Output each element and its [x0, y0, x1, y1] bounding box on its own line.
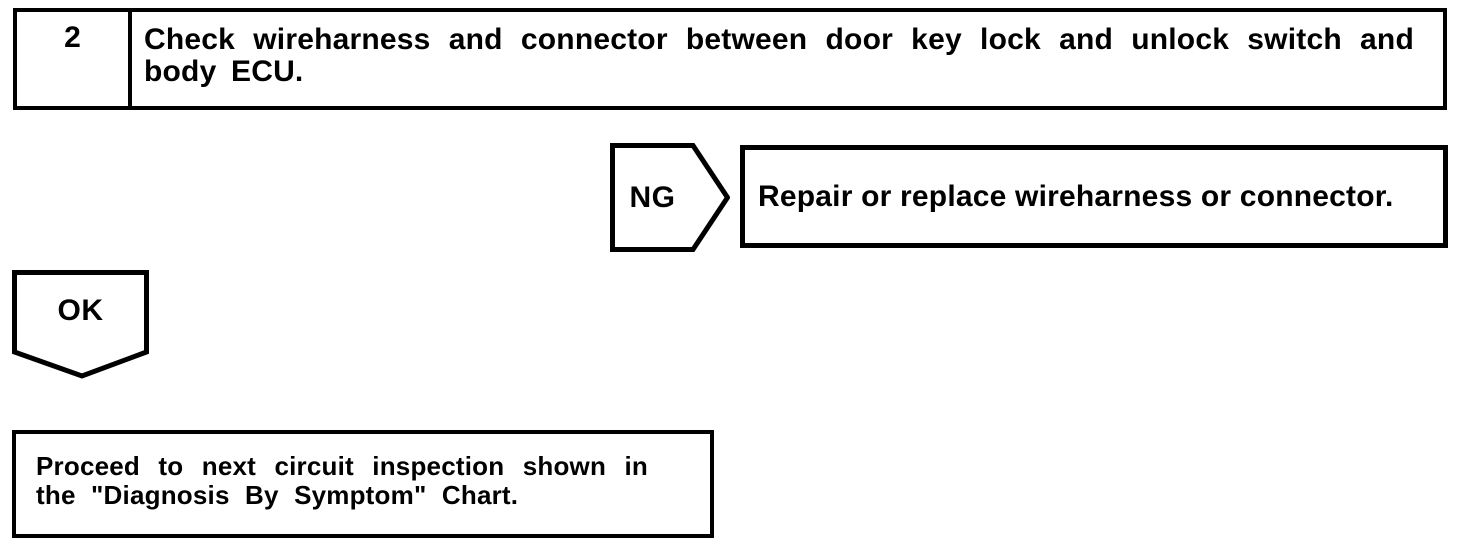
- step-box: 2 Check wireharness and connector betwee…: [13, 8, 1447, 110]
- step-number: 2: [17, 12, 132, 106]
- ok-arrow-icon: [12, 270, 149, 379]
- ok-label: OK: [57, 294, 104, 327]
- ng-action-box: Repair or replace wireharness or connect…: [740, 145, 1448, 248]
- ok-branch-connector: OK: [12, 270, 149, 379]
- ng-label: NG: [629, 180, 676, 214]
- step-instruction-text: Check wireharness and connector between …: [144, 23, 1414, 88]
- ng-arrow-icon: [610, 143, 730, 252]
- ok-action-text: Proceed to next circuit inspection shown…: [36, 451, 648, 510]
- ok-action-box: Proceed to next circuit inspection shown…: [12, 430, 714, 538]
- ng-branch-connector: NG: [610, 143, 730, 252]
- step-instruction-cell: Check wireharness and connector between …: [132, 12, 1443, 106]
- ng-action-text: Repair or replace wireharness or connect…: [758, 179, 1394, 213]
